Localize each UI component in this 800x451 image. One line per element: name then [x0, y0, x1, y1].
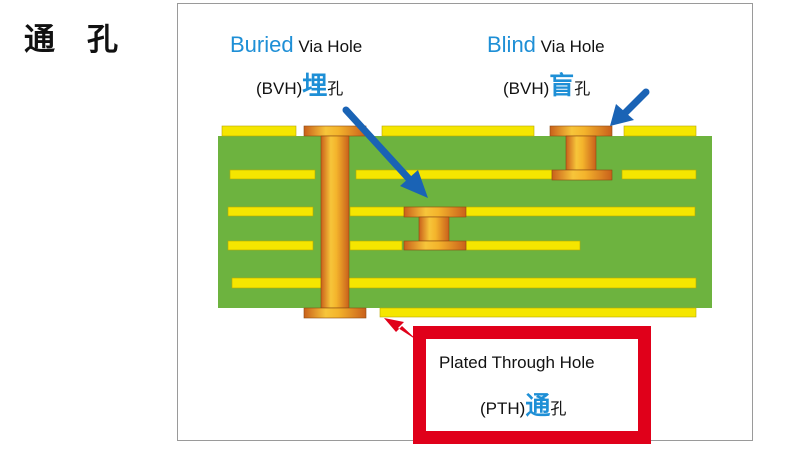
copper-bottom-1: [379, 307, 697, 318]
inner-trace-3a: [227, 240, 314, 251]
blind-rest: Via Hole: [535, 37, 605, 56]
side-title-char-2: 孔: [87, 22, 120, 58]
inner-trace-1b: [355, 169, 553, 180]
pth-label-line2: (PTH)通孔: [480, 386, 566, 422]
blind-cjk-1: 盲: [549, 71, 575, 100]
pth-arrow: [384, 318, 426, 346]
blind-label-line2: (BVH)盲孔: [503, 66, 590, 102]
side-title: 通孔: [24, 14, 120, 59]
inner-trace-3c: [465, 240, 581, 251]
buried-rest: Via Hole: [293, 37, 363, 56]
inner-trace-2a: [227, 206, 314, 217]
pth-line1: Plated Through Hole: [439, 353, 595, 372]
inner-trace-1a: [229, 169, 316, 180]
blind-arrow: [610, 88, 650, 126]
side-title-char-1: 通: [24, 22, 57, 58]
buried-cjk-1: 埋: [302, 71, 328, 100]
inner-trace-3b: [349, 240, 403, 251]
blind-via: [549, 125, 613, 181]
inner-trace-2b: [349, 206, 696, 217]
buried-arrow: [342, 106, 428, 198]
blind-word: Blind: [487, 32, 536, 57]
buried-label-line2: (BVH)埋孔: [256, 66, 343, 102]
buried-word: Buried: [230, 32, 294, 57]
copper-top-1: [221, 125, 297, 137]
inner-trace-4: [231, 277, 697, 289]
blind-label-line1: Blind Via Hole: [487, 32, 605, 58]
blind-abbr: (BVH): [503, 79, 550, 98]
through-hole-via: [303, 125, 367, 319]
pth-label-line1: Plated Through Hole: [439, 353, 595, 373]
buried-label-line1: Buried Via Hole: [230, 32, 362, 58]
buried-via: [403, 206, 467, 251]
pth-label-box: [413, 326, 651, 444]
pth-cjk-1: 通: [525, 391, 551, 420]
pth-cjk-2: 孔: [550, 399, 567, 418]
copper-top-3: [623, 125, 697, 137]
copper-top-2: [381, 125, 535, 137]
buried-cjk-2: 孔: [327, 79, 344, 98]
inner-trace-1c: [621, 169, 697, 180]
pth-abbr: (PTH): [480, 399, 526, 418]
buried-abbr: (BVH): [256, 79, 303, 98]
blind-cjk-2: 孔: [574, 79, 591, 98]
